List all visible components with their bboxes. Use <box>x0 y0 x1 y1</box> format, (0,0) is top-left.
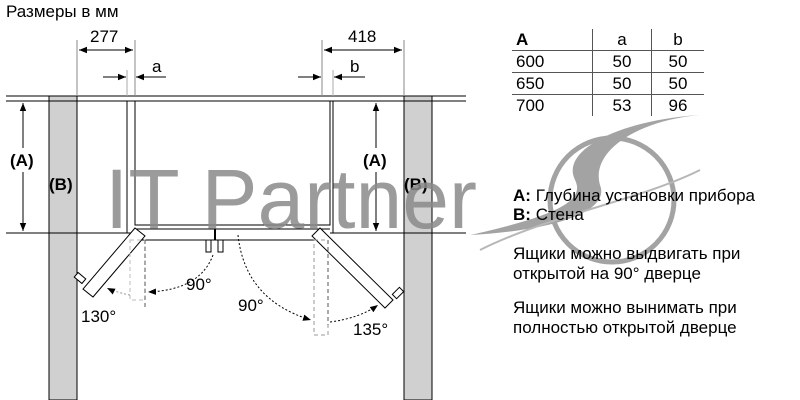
wall-label-right: (B) <box>404 175 428 194</box>
right-door-open <box>237 227 405 336</box>
watermark-logo-icon <box>470 115 701 265</box>
note-drawers-90: Ящики можно выдвигать при открытой на 90… <box>513 244 741 283</box>
table-row: 600 50 50 <box>512 50 704 73</box>
legend: A: Глубина установки прибора B: Стена <box>513 186 755 224</box>
note-drawers-full: Ящики можно вынимать при полностью откры… <box>513 298 737 337</box>
legend-text-b: Стена <box>535 205 584 224</box>
dim-right-width: 418 <box>348 27 376 46</box>
dim-left-width: 277 <box>90 27 118 46</box>
wall-right <box>403 95 433 400</box>
wall-left <box>48 95 78 400</box>
legend-text-a: Глубина установки прибора <box>535 186 755 205</box>
left-door-open <box>73 227 214 310</box>
dim-depth-right: (A) <box>363 151 387 170</box>
table-header-b: b <box>673 30 683 49</box>
angle-left-90: 90° <box>186 275 212 294</box>
table-header-A: A <box>516 30 529 49</box>
dimension-table: A a b 600 50 50 650 50 50 700 53 96 <box>512 29 704 116</box>
legend-key-b: B: <box>513 205 531 224</box>
angle-left-130: 130° <box>81 307 116 326</box>
dim-gap-b: b <box>350 57 359 76</box>
dim-depth-left: (A) <box>10 151 34 170</box>
watermark-text: IT Partner <box>105 152 477 246</box>
appliance-body <box>134 100 331 226</box>
angle-right-90: 90° <box>238 296 264 315</box>
table-row: 700 53 96 <box>512 94 704 116</box>
diagram-title: Размеры в мм <box>6 2 119 21</box>
table-header-a: a <box>592 29 652 51</box>
wall-label-left: (B) <box>49 175 73 194</box>
dim-gap-a: a <box>152 57 162 76</box>
legend-key-a: A: <box>513 186 531 205</box>
table-row: 650 50 50 <box>512 72 704 95</box>
angle-right-135: 135° <box>353 320 388 339</box>
